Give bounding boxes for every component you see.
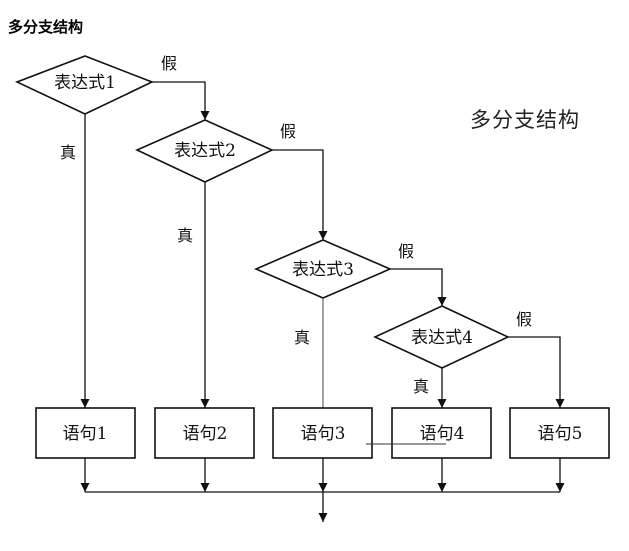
statement-box-4: 语句4 bbox=[391, 407, 492, 459]
statement-4-label: 语句4 bbox=[420, 424, 465, 444]
false-edge-1: 假 bbox=[152, 54, 210, 120]
decision-2-label: 表达式2 bbox=[174, 141, 236, 161]
true-label-3: 真 bbox=[294, 328, 310, 347]
false-edge-3: 假 bbox=[390, 242, 447, 306]
false-edge-2: 假 bbox=[272, 122, 328, 240]
decision-3-label: 表达式3 bbox=[292, 260, 354, 280]
false-label-3: 假 bbox=[398, 242, 414, 261]
statement-3-label: 语句3 bbox=[301, 424, 346, 444]
true-edge-4: 真 bbox=[413, 368, 447, 408]
decision-1: 表达式1 bbox=[14, 55, 155, 115]
false-label-4: 假 bbox=[516, 310, 532, 329]
statement-box-2: 语句2 bbox=[154, 407, 255, 459]
true-label-2: 真 bbox=[177, 226, 193, 245]
true-edge-2: 真 bbox=[177, 182, 210, 408]
false-label-1: 假 bbox=[161, 54, 177, 73]
true-edge-3: 真 bbox=[294, 298, 324, 408]
true-edge-1: 真 bbox=[60, 114, 90, 408]
statement-5-label: 语句5 bbox=[538, 424, 583, 444]
statement-box-5: 语句5 bbox=[509, 407, 610, 459]
decision-1-label: 表达式1 bbox=[54, 73, 116, 93]
decision-4: 表达式4 bbox=[373, 305, 510, 369]
decision-4-label: 表达式4 bbox=[411, 328, 473, 348]
decision-2: 表达式2 bbox=[135, 119, 274, 183]
true-label-4: 真 bbox=[413, 377, 429, 396]
statement-box-3: 语句3 bbox=[272, 407, 373, 459]
statement-2-label: 语句2 bbox=[183, 424, 228, 444]
false-label-2: 假 bbox=[280, 122, 296, 141]
figure-caption: 多分支结构 bbox=[8, 18, 84, 36]
statement-1-label: 语句1 bbox=[63, 424, 108, 444]
true-label-1: 真 bbox=[60, 143, 76, 162]
statement-box-1: 语句1 bbox=[35, 407, 136, 459]
false-edge-4: 假 bbox=[508, 310, 565, 408]
merge-arrows bbox=[80, 458, 565, 492]
decision-3: 表达式3 bbox=[253, 239, 393, 299]
diagram-title: 多分支结构 bbox=[470, 108, 580, 132]
